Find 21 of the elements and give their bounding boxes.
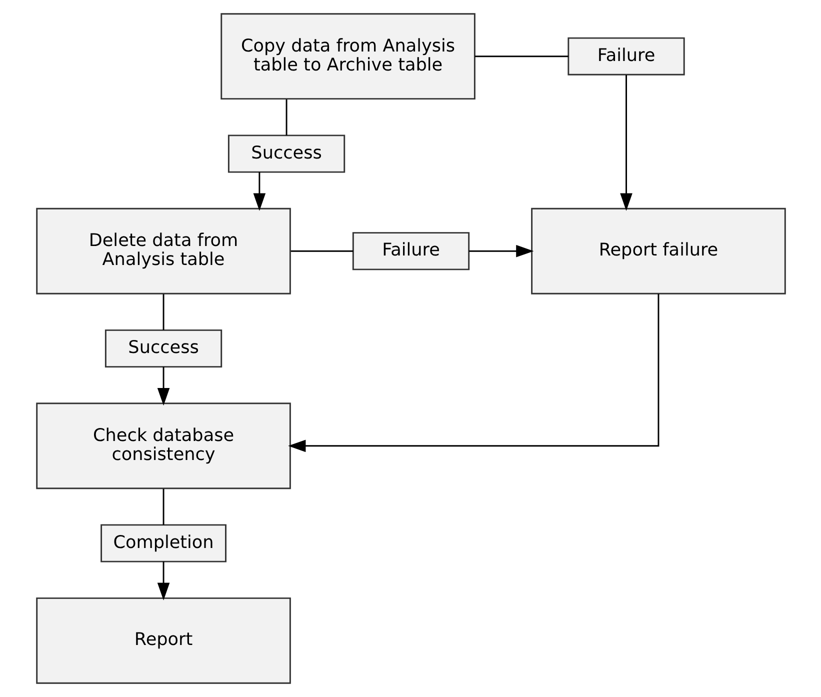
connector [285, 99, 287, 136]
node-box: Report [36, 597, 290, 684]
connector [162, 294, 164, 330]
node-box: Report failure [530, 208, 786, 294]
node-box: Success [104, 329, 222, 368]
connector [162, 488, 164, 525]
connector [474, 56, 568, 58]
node-box: Check database consistency [36, 402, 290, 490]
node-box: Failure [567, 37, 684, 76]
arrow [252, 172, 266, 211]
node-box: Delete data from Analysis table [36, 208, 290, 294]
node-box: Copy data from Analysis table to Archive table [220, 13, 475, 100]
arrow [288, 294, 659, 452]
connector [290, 250, 353, 252]
node-box: Failure [352, 232, 470, 270]
arrow [156, 366, 170, 406]
arrow [468, 244, 534, 258]
arrow [620, 75, 632, 211]
node-box: Success [227, 134, 345, 173]
node-box: Completion [100, 524, 226, 562]
arrow [156, 562, 170, 600]
